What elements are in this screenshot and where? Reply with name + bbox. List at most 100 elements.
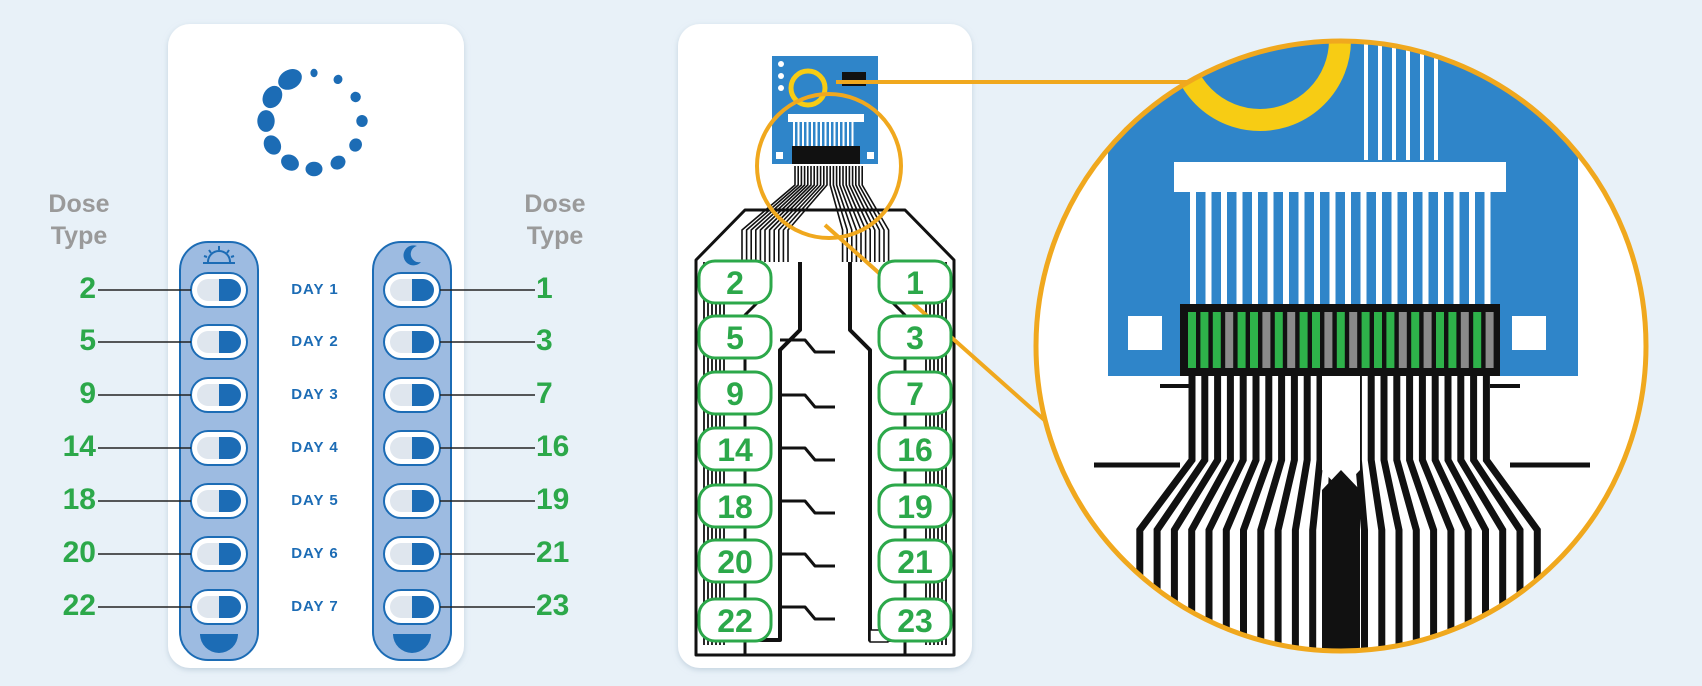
pm-dose-number: 21 bbox=[536, 536, 570, 569]
pad-number: 21 bbox=[897, 544, 933, 580]
pad-number: 18 bbox=[717, 489, 753, 525]
am-pill-day-1 bbox=[190, 272, 248, 308]
pm-pill-day-7 bbox=[383, 589, 441, 625]
pad-number: 23 bbox=[897, 603, 933, 639]
pad-number: 3 bbox=[906, 320, 924, 356]
pm-dose-number: 3 bbox=[536, 324, 553, 357]
circuit-pad-right: 16 bbox=[877, 426, 953, 472]
circuit-pad-right: 3 bbox=[877, 314, 953, 360]
day-label: DAY 4 bbox=[291, 439, 339, 456]
day-label: DAY 7 bbox=[291, 598, 339, 615]
am-dose-number: 14 bbox=[62, 430, 96, 463]
pm-dose-number: 23 bbox=[536, 589, 570, 622]
left-dose-type-heading: Dose Type bbox=[48, 190, 110, 250]
cross-trace bbox=[780, 499, 835, 515]
pm-pill-day-6 bbox=[383, 536, 441, 572]
sunrise-icon bbox=[203, 246, 235, 264]
am-pill-day-4 bbox=[190, 430, 248, 466]
circuit-pad-right: 1 bbox=[877, 259, 953, 305]
spinner-dot bbox=[349, 138, 362, 152]
fan-trace bbox=[848, 166, 871, 262]
sensor-ring bbox=[788, 68, 828, 108]
circuit-pad-right: 23 bbox=[877, 597, 953, 643]
fan-trace bbox=[829, 166, 844, 262]
pm-column-bottom-cap bbox=[393, 634, 431, 653]
center-trace bbox=[755, 262, 802, 642]
day-label: DAY 3 bbox=[291, 386, 339, 403]
spinner-dot bbox=[330, 155, 346, 170]
fan-trace bbox=[778, 166, 822, 262]
fan-trace bbox=[750, 166, 803, 262]
fan-trace bbox=[773, 166, 819, 262]
day-label: DAY 6 bbox=[291, 545, 339, 562]
pad-number: 20 bbox=[717, 544, 753, 580]
cross-trace bbox=[780, 605, 835, 621]
circuit-pad-left: 14 bbox=[697, 426, 773, 472]
fan-trace bbox=[835, 166, 853, 262]
circuit-pad-left: 9 bbox=[697, 370, 773, 416]
pm-pill-day-3 bbox=[383, 377, 441, 413]
fan-trace bbox=[759, 166, 809, 262]
pad-number: 22 bbox=[717, 603, 753, 639]
am-pill-day-2 bbox=[190, 324, 248, 360]
fan-trace bbox=[845, 166, 867, 262]
circuit-pad-right: 21 bbox=[877, 538, 953, 584]
fan-trace bbox=[861, 166, 890, 262]
am-dose-number: 20 bbox=[62, 536, 96, 569]
fan-trace bbox=[768, 166, 815, 262]
fan-trace bbox=[851, 166, 876, 262]
spinner-dot bbox=[350, 91, 361, 103]
am-pill-day-7 bbox=[190, 589, 248, 625]
am-dose-number: 22 bbox=[62, 589, 96, 622]
pm-dose-number: 16 bbox=[536, 430, 570, 463]
pm-dose-number: 7 bbox=[536, 377, 553, 410]
fan-trace bbox=[764, 166, 812, 262]
spinner-dot bbox=[305, 161, 323, 177]
circuit-zoom-highlight bbox=[755, 92, 903, 240]
am-dose-number: 18 bbox=[62, 483, 96, 516]
am-dose-number: 5 bbox=[79, 324, 96, 357]
pm-dose-number: 19 bbox=[536, 483, 570, 516]
pad-number: 9 bbox=[726, 376, 744, 412]
am-pill-day-5 bbox=[190, 483, 248, 519]
cross-trace bbox=[780, 393, 835, 409]
circuit-pad-right: 19 bbox=[877, 483, 953, 529]
fan-trace bbox=[787, 166, 828, 262]
day-label: DAY 2 bbox=[291, 333, 339, 350]
spinner-dot bbox=[356, 115, 368, 127]
spinner-dot bbox=[278, 68, 302, 90]
pad-number: 7 bbox=[906, 376, 924, 412]
cross-trace bbox=[780, 338, 835, 354]
spinner-dot bbox=[333, 74, 343, 85]
spinner-dot bbox=[281, 154, 299, 171]
pad-number: 1 bbox=[906, 265, 924, 301]
circuit-pad-left: 18 bbox=[697, 483, 773, 529]
right-dose-type-heading: Dose Type bbox=[524, 190, 586, 250]
day-label: DAY 1 bbox=[291, 281, 339, 298]
zoom-magnified-view bbox=[1036, 41, 1646, 651]
circuit-pad-left: 20 bbox=[697, 538, 773, 584]
spinner-dot bbox=[262, 85, 283, 109]
am-dose-number: 9 bbox=[79, 377, 96, 410]
day-label: DAY 5 bbox=[291, 492, 339, 509]
spinner-dot bbox=[263, 135, 282, 155]
pad-number: 5 bbox=[726, 320, 744, 356]
am-column-bottom-cap bbox=[200, 634, 238, 653]
pm-dose-number: 1 bbox=[536, 272, 553, 305]
cross-trace bbox=[780, 552, 835, 568]
pad-number: 2 bbox=[726, 265, 744, 301]
pad-number: 19 bbox=[897, 489, 933, 525]
zoom-ring bbox=[1033, 38, 1649, 654]
fan-trace bbox=[755, 166, 806, 262]
circuit-pad-left: 2 bbox=[697, 259, 773, 305]
pcb-chip bbox=[772, 56, 878, 164]
moon-icon bbox=[403, 245, 421, 266]
pm-pill-day-1 bbox=[383, 272, 441, 308]
loading-spinner-icon bbox=[257, 68, 368, 177]
fan-trace bbox=[858, 166, 885, 262]
circuit-pad-left: 5 bbox=[697, 314, 773, 360]
spinner-dot bbox=[257, 110, 275, 132]
spinner-dot bbox=[310, 68, 318, 78]
am-dose-number: 2 bbox=[79, 272, 96, 305]
